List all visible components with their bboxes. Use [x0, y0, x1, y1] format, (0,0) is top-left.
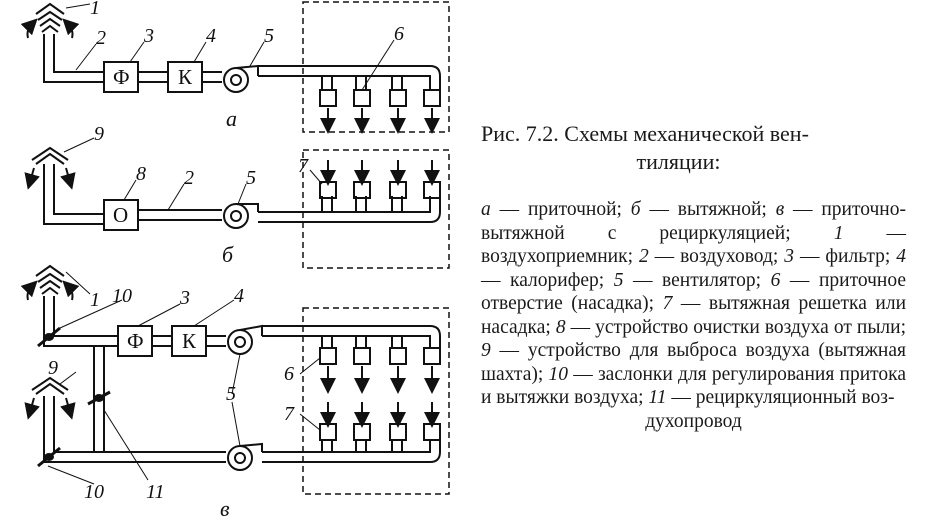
legend-item: 8 — устройство очистки воздуха от пыли;	[555, 316, 907, 338]
callout-10-c-top: 10	[112, 285, 132, 307]
legend-item: 7 — вытяжная решетка или насадка;	[481, 293, 906, 338]
legend-item: 3 — фильтр;	[784, 246, 897, 267]
air-intake-a	[20, 2, 80, 39]
callout-7-b: 7	[298, 155, 309, 177]
subfig-label-b: б	[222, 242, 234, 267]
figure-caption-title: Рис. 7.2. Схемы механической вен- тиляци…	[481, 120, 906, 176]
callout-7-c: 7	[284, 403, 295, 425]
callout-4-c: 4	[234, 285, 244, 307]
legend-last-line: духопровод	[645, 410, 742, 432]
heater-box-a-label: К	[178, 65, 193, 89]
callout-5-c: 5	[226, 383, 236, 405]
callout-5-a: 5	[264, 25, 274, 47]
legend-item: в — приточно-вытяжной с рециркуляцией;	[481, 199, 906, 244]
legend-item: 2 — воздуховод;	[638, 246, 785, 267]
heater-box-c-label: К	[182, 329, 197, 353]
legend-item: а — приточной;	[481, 199, 631, 220]
callout-2-a: 2	[96, 27, 106, 49]
figure-legend: а — приточной; б — вытяжной; в — приточн…	[481, 198, 906, 433]
callout-10-c-bottom: 10	[84, 481, 104, 503]
subfig-label-a: а	[226, 106, 237, 131]
callout-11-c: 11	[146, 481, 165, 503]
callout-4-a: 4	[206, 25, 216, 47]
callout-9-b: 9	[94, 123, 104, 145]
legend-item: б — вытяжной;	[630, 199, 776, 220]
legend-item: 6 — приточное отверстие (насадка);	[481, 269, 906, 315]
legend-item: 11 — рециркуляционный воз-	[648, 387, 895, 408]
callout-9-c: 9	[48, 357, 58, 379]
subfig-label-c: в	[220, 496, 230, 521]
callout-3-a: 3	[143, 25, 154, 47]
callout-6-c: 6	[284, 363, 294, 385]
scheme-b	[24, 137, 450, 269]
caption-title-line1: Рис. 7.2. Схемы механической вен-	[481, 121, 809, 146]
ventilation-schemes-diagram: Ф К О Ф К а б в 1 2 3 4 5 6 9 8 2 5 7 1 …	[20, 0, 450, 521]
legend-item: 9 — устройство для выброса воздуха (вытя…	[481, 340, 906, 385]
scheme-c	[20, 264, 450, 495]
filter-box-c-label: Ф	[127, 329, 144, 353]
callout-5-b: 5	[246, 167, 256, 189]
scheme-a	[20, 1, 450, 134]
callout-1-c: 1	[90, 289, 100, 311]
legend-item: 4 — калорифер;	[481, 246, 906, 291]
cleaner-box-b-label: О	[113, 203, 128, 227]
legend-item: 10 — заслонки для регулирования притока …	[481, 363, 906, 409]
legend-item: 5 — вентилятор;	[613, 269, 771, 291]
callout-8-b: 8	[136, 163, 146, 185]
callout-6-a: 6	[394, 23, 404, 45]
callout-1-a: 1	[90, 0, 100, 19]
callout-2-b: 2	[184, 167, 194, 189]
legend-item: 1 — воздухоприемник;	[481, 222, 906, 268]
caption-title-line2: тиляции:	[636, 149, 721, 174]
callout-3-c: 3	[179, 287, 190, 309]
filter-box-a-label: Ф	[113, 65, 130, 89]
